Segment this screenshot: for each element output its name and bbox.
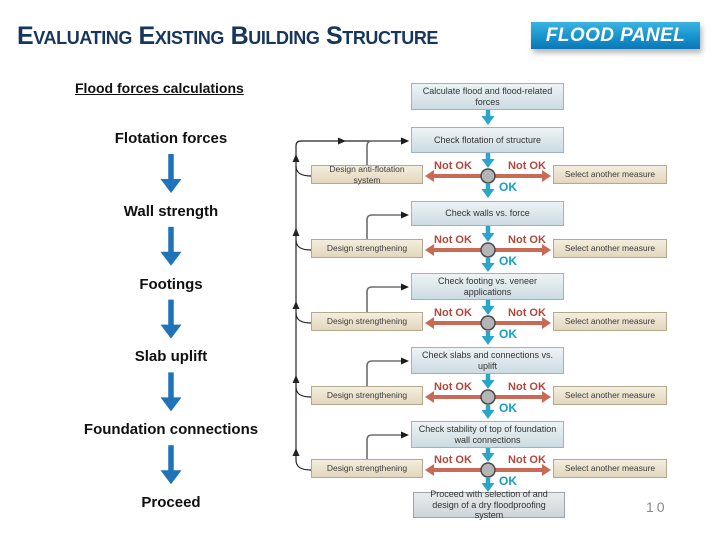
flow-design-box: Design strengthening [311,459,423,478]
step-label: Proceed [141,494,201,511]
flow-check-box: Check flotation of structure [411,127,564,153]
flow-design-box: Design strengthening [311,312,423,331]
decision-node [480,168,496,184]
step-label: Footings [139,275,203,293]
left-panel-heading: Flood forces calculations [75,80,244,96]
ok-label: OK [499,180,517,194]
flow-design-box: Design strengthening [311,239,423,258]
step-label: Foundation connections [83,421,259,439]
flow-check-box: Check walls vs. force [411,201,564,226]
decision-node [480,389,496,405]
step-label: Flotation forces [114,130,228,147]
flood-panel-logo: FLOOD PANEL [531,22,700,49]
not-ok-label: Not OK [508,381,546,393]
flow-end-box: Proceed with selection of and design of … [413,489,565,520]
step-down-arrow [168,226,174,253]
decision-node [480,242,496,258]
not-ok-label: Not OK [434,307,472,319]
not-ok-label: Not OK [508,234,546,246]
ok-label: OK [499,254,517,268]
flow-start-box: Calculate flood and flood-related forces [411,83,564,110]
flow-design-box: Design strengthening [311,386,423,405]
not-ok-label: Not OK [434,381,472,393]
step-label: Wall strength [123,202,219,220]
step-down-arrow [168,154,174,180]
step-down-arrow [168,299,174,326]
step-down-arrow [168,372,174,399]
flow-select-box: Select another measure [553,165,667,184]
ok-label: OK [499,327,517,341]
not-ok-label: Not OK [434,160,472,172]
decision-node [480,315,496,331]
flow-select-box: Select another measure [553,312,667,331]
logo-text: FLOOD PANEL [545,24,686,46]
flow-select-box: Select another measure [553,239,667,258]
flow-check-box: Check slabs and connections vs. uplift [411,347,564,374]
step-down-arrow [168,445,174,472]
flow-select-box: Select another measure [553,386,667,405]
decision-node [480,462,496,478]
flow-check-box: Check footing vs. veneer applications [411,273,564,300]
not-ok-label: Not OK [508,160,546,172]
not-ok-label: Not OK [434,454,472,466]
flow-check-box: Check stability of top of foundation wal… [411,421,564,448]
not-ok-label: Not OK [508,307,546,319]
flow-select-box: Select another measure [553,459,667,478]
step-label: Slab uplift [134,348,208,366]
not-ok-label: Not OK [508,454,546,466]
ok-label: OK [499,474,517,488]
ok-label: OK [499,401,517,415]
not-ok-label: Not OK [434,234,472,246]
page-number: 10 [646,499,668,515]
flow-design-box: Design anti-flotation system [311,164,423,185]
page-title: Evaluating Existing Building Structure [17,22,439,50]
